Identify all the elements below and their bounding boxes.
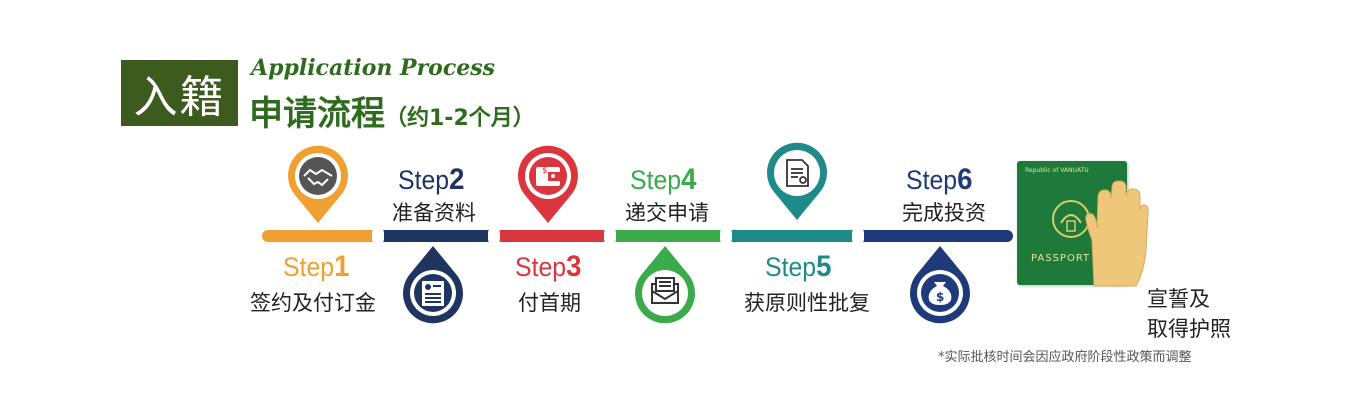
timeline-divider [604,227,616,245]
step5-pin [767,142,827,220]
timeline-segment-6 [858,230,1013,242]
timeline-segment-4 [610,230,726,242]
document-icon [422,281,444,306]
step5-label: Step5 [765,250,832,283]
certificate-icon [786,159,809,187]
final-step-line2: 取得护照 [1147,317,1231,341]
timeline-segment-1 [262,230,378,242]
hand-icon [1085,180,1149,287]
title-duration: （约1-2个月） [385,106,535,131]
timeline-segment-2 [378,230,494,242]
handshake-icon [303,168,333,187]
step1-description: 签约及付订金 [250,291,376,315]
step1-label: Step1 [283,250,350,283]
final-step-text: 宣誓及 取得护照 [1147,284,1231,344]
page-title: 申请流程（约1-2个月） [249,86,535,135]
title-text: 申请流程 [249,94,385,134]
passport-country: Republic of VANUATU [1025,167,1089,174]
timeline-divider [852,227,864,245]
svg-text:$: $ [542,166,548,176]
step6-pin: $ [910,246,970,324]
footnote: *实际批核时间会因应政府阶段性政策而调整 [938,350,1192,365]
step6-description: 完成投资 [902,201,986,225]
step6-label: Step6 [906,163,973,196]
step4-pin [635,246,695,324]
header-badge-text: 入籍 [133,72,226,123]
step3-pin: $ [518,145,578,223]
timeline-divider [488,227,500,245]
step4-description: 递交申请 [625,201,709,225]
step2-pin [403,246,463,324]
subtitle-english: Application Process [251,55,496,81]
step5-description: 获原则性批复 [744,291,870,315]
money-bag-icon: $ [928,282,952,305]
step2-label: Step2 [398,163,465,196]
step3-label: Step3 [515,250,582,283]
passport-word: PASSPORT [1031,253,1091,264]
envelope-icon [651,277,679,304]
step2-description: 准备资料 [392,201,476,225]
timeline-divider [372,227,384,245]
wallet-icon: $ [536,166,560,186]
timeline-divider [720,227,732,245]
timeline-segment-5 [726,230,858,242]
step4-label: Step4 [630,163,697,196]
step3-description: 付首期 [518,291,581,315]
header-badge: 入籍 [121,60,238,126]
step1-pin [288,145,348,223]
timeline-segment-3 [494,230,610,242]
final-step-line1: 宣誓及 [1147,287,1210,311]
svg-text:$: $ [936,290,944,304]
